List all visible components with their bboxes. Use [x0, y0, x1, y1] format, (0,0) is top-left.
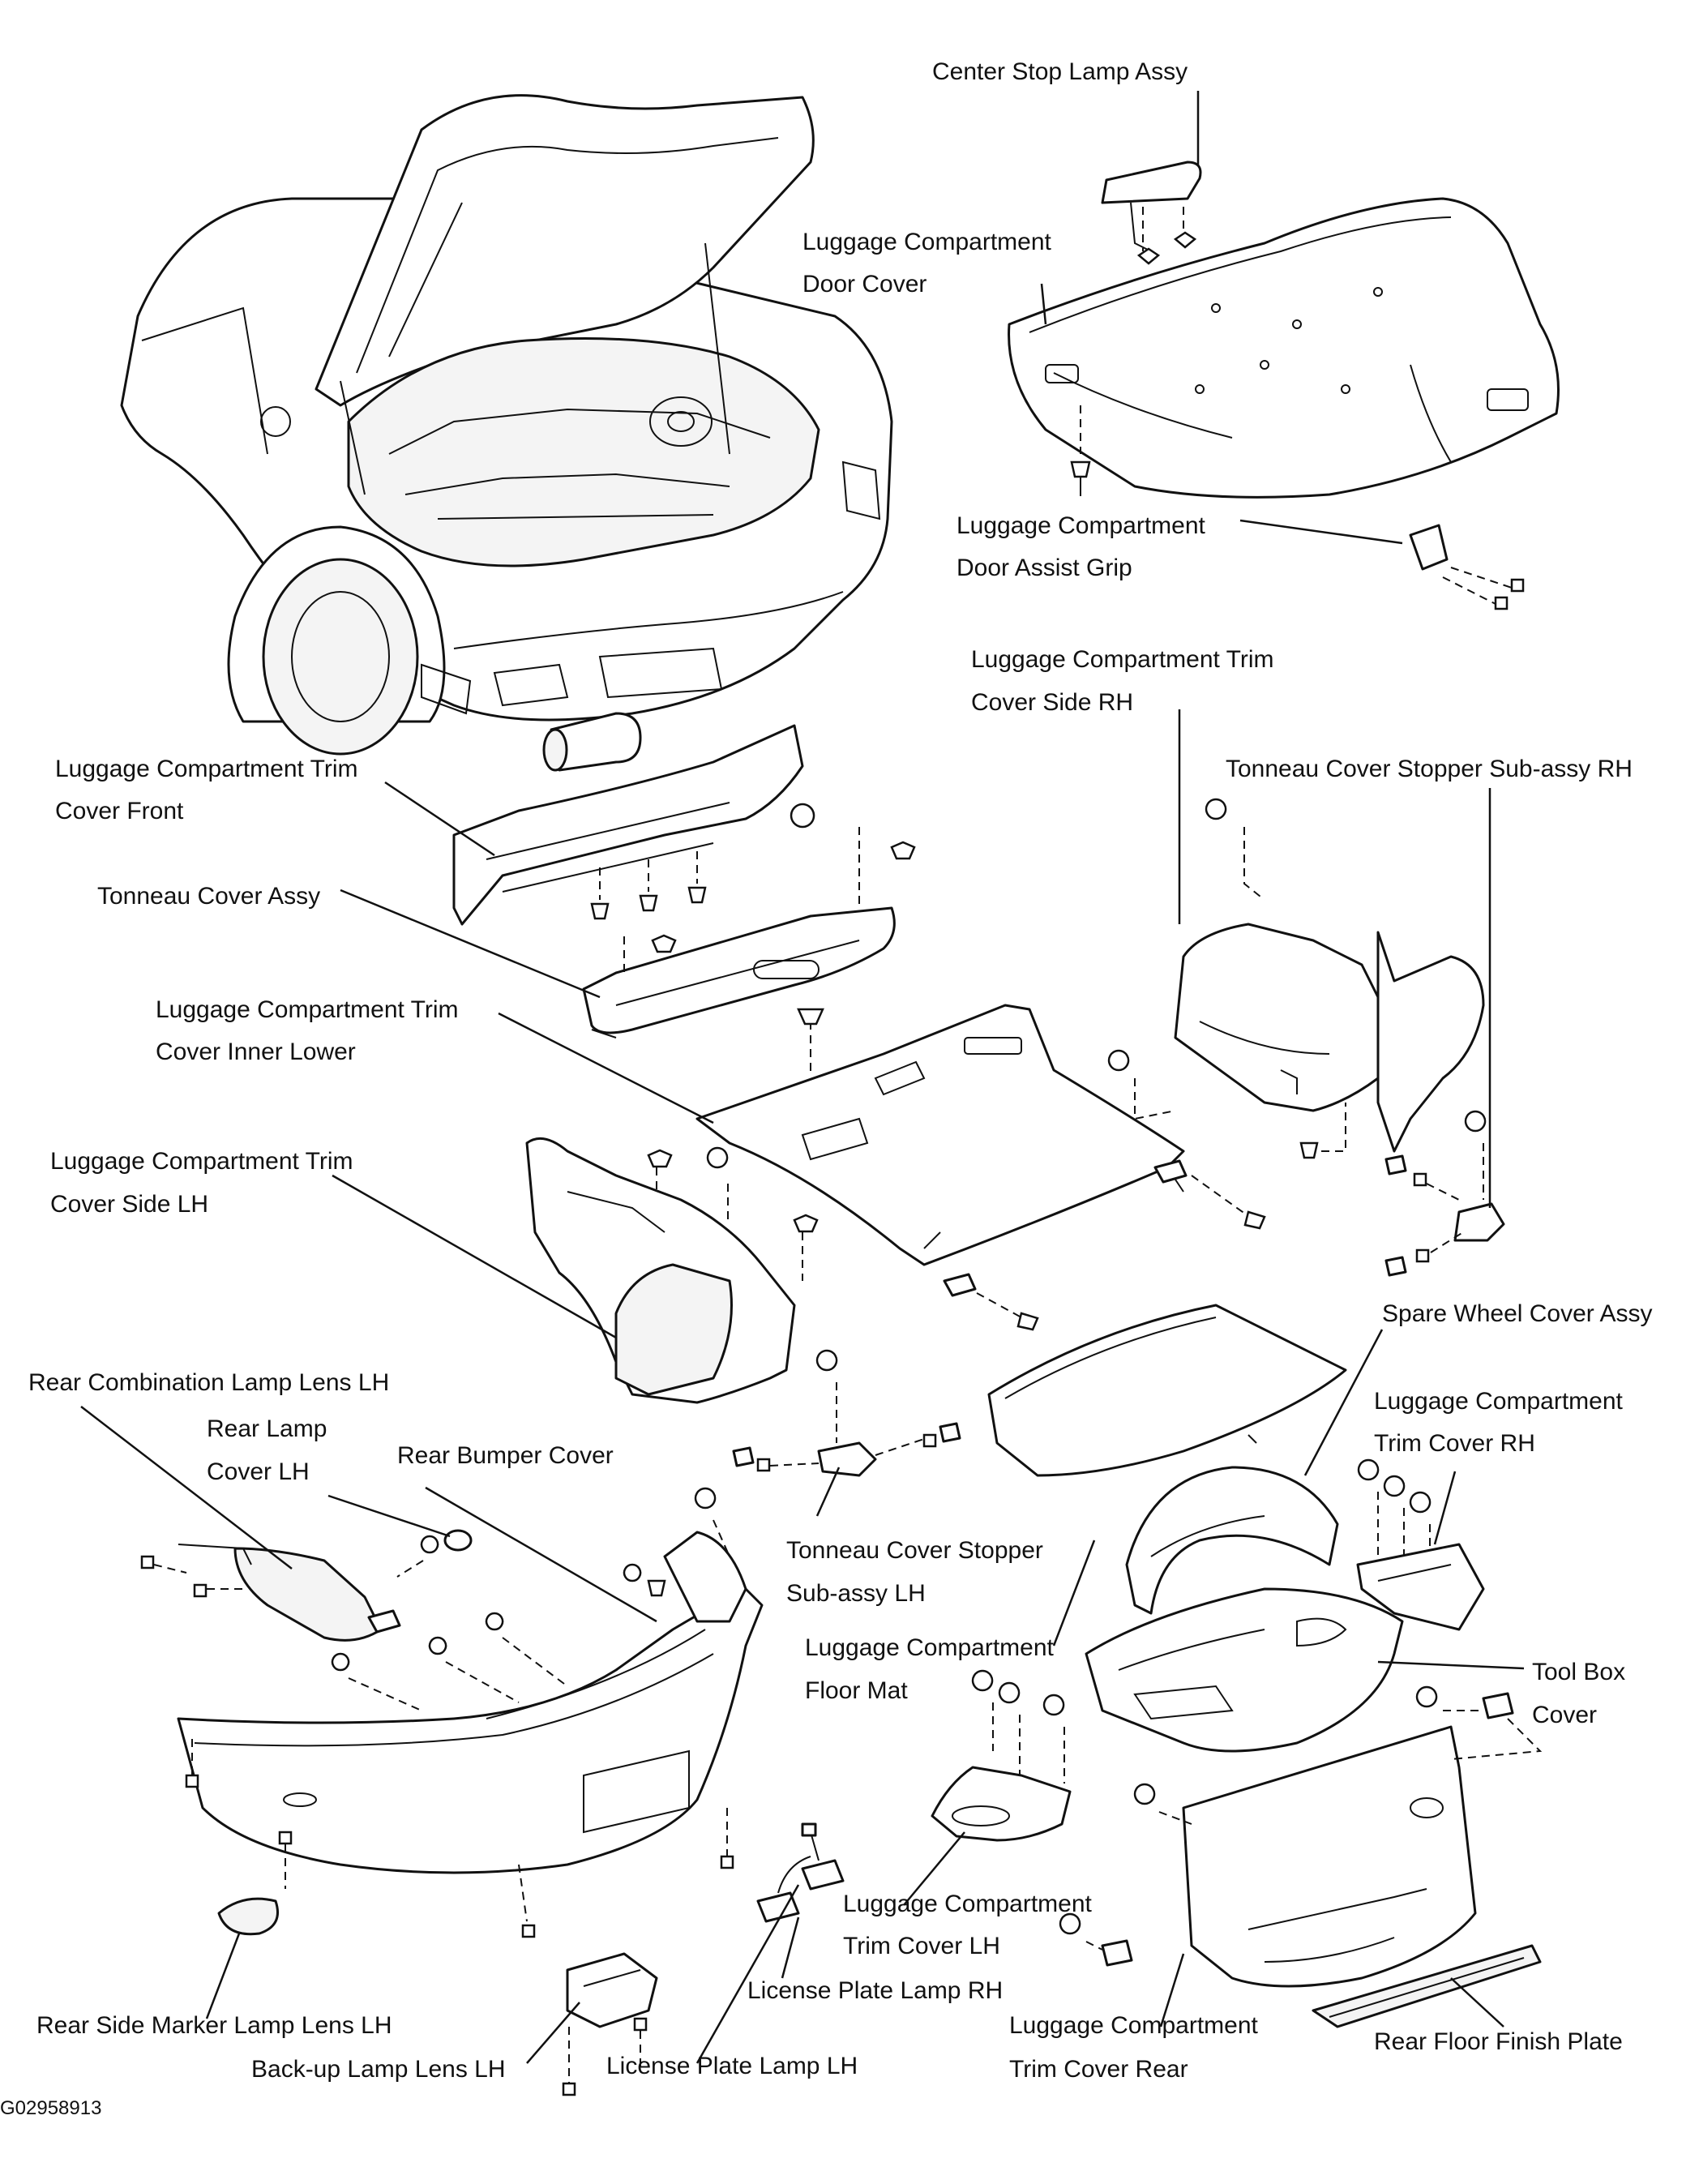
label-rear-lamp-cover-line1: Rear Lamp [207, 1415, 327, 1442]
tool-box-cover-part [1085, 1587, 1404, 1753]
label-trim-cover-side-rh-line1: Luggage Compartment Trim [971, 646, 1274, 673]
label-backup-lamp-lens: Back-up Lamp Lens LH [251, 2056, 506, 2083]
label-trim-cover-rear-line2: Trim Cover Rear [1009, 2056, 1188, 2083]
trim-cover-lh-part [931, 1669, 1072, 1842]
label-rear-side-marker-lamp-lens: Rear Side Marker Lamp Lens LH [36, 2012, 392, 2039]
rear-side-marker-lamp-part [217, 1831, 293, 1936]
label-door-cover-line2: Door Cover [802, 271, 927, 298]
label-trim-cover-lh-line1: Luggage Compartment [843, 1891, 1093, 1917]
figure-code: G02958913 [0, 2097, 101, 2119]
label-tool-box-cover-line2: Cover [1532, 1702, 1597, 1728]
label-trim-cover-lh-line2: Trim Cover LH [843, 1933, 1000, 1959]
trim-cover-rh-part [1356, 1458, 1485, 1631]
label-trim-cover-side-lh-line1: Luggage Compartment Trim [50, 1148, 353, 1175]
part-labels: Center Stop Lamp Assy Luggage Compartmen… [0, 58, 1652, 2119]
label-rear-combination-lamp-lens: Rear Combination Lamp Lens LH [28, 1369, 389, 1396]
floor-mat-part [987, 1304, 1347, 1477]
rear-floor-finish-plate-part [1312, 1944, 1542, 2028]
door-cover-part [1008, 197, 1560, 499]
label-trim-cover-side-rh-line2: Cover Side RH [971, 689, 1133, 716]
label-tool-box-cover-line1: Tool Box [1532, 1659, 1625, 1685]
label-door-assist-grip-line1: Luggage Compartment [956, 512, 1206, 539]
label-trim-cover-side-lh-line2: Cover Side LH [50, 1191, 208, 1218]
label-license-plate-lamp-lh: License Plate Lamp LH [606, 2053, 858, 2079]
label-center-stop-lamp: Center Stop Lamp Assy [932, 58, 1188, 85]
trim-cover-inner-lower-part [695, 1004, 1266, 1331]
center-stop-lamp-part [1101, 161, 1202, 265]
label-trim-cover-inner-lower-line1: Luggage Compartment Trim [156, 996, 459, 1023]
rear-bumper-cover-part [177, 1487, 764, 1938]
label-rear-lamp-cover-line2: Cover LH [207, 1458, 310, 1485]
leader-lines [80, 91, 1525, 2064]
trim-cover-side-rh-part [1107, 798, 1485, 1159]
label-tonneau-cover-assy: Tonneau Cover Assy [97, 883, 320, 910]
trim-cover-rear-part [1059, 1685, 1543, 1988]
trim-cover-side-lh-part [525, 1137, 819, 1404]
backup-lamp-lens-part [562, 1952, 658, 2096]
label-rear-bumper-cover: Rear Bumper Cover [397, 1442, 614, 1469]
tonneau-stopper-rh-part [1384, 1110, 1505, 1277]
label-trim-cover-rh-line2: Trim Cover RH [1374, 1430, 1535, 1457]
label-spare-wheel-cover: Spare Wheel Cover Assy [1382, 1300, 1652, 1327]
label-door-cover-line1: Luggage Compartment [802, 229, 1052, 255]
label-rear-floor-finish-plate: Rear Floor Finish Plate [1374, 2028, 1623, 2055]
label-floor-mat-line1: Luggage Compartment [805, 1634, 1055, 1661]
rear-lamp-cover-part [396, 1529, 473, 1578]
tonneau-cover-assy-part [582, 827, 916, 1038]
label-tonneau-stopper-rh: Tonneau Cover Stopper Sub-assy RH [1226, 756, 1633, 782]
label-tonneau-stopper-lh-line1: Tonneau Cover Stopper [786, 1537, 1043, 1564]
car-rear-body-illustration [120, 94, 893, 772]
license-plate-lamp-part [756, 1822, 845, 1923]
label-trim-cover-rear-line1: Luggage Compartment [1009, 2012, 1259, 2039]
label-trim-cover-inner-lower-line2: Cover Inner Lower [156, 1038, 356, 1065]
label-license-plate-lamp-rh: License Plate Lamp RH [747, 1977, 1003, 2004]
trim-cover-front-part [452, 724, 815, 926]
label-trim-cover-front-line1: Luggage Compartment Trim [55, 756, 358, 782]
tonneau-stopper-lh-part [732, 1349, 961, 1477]
rear-combination-lamp-lens-part [140, 1544, 401, 1642]
label-door-assist-grip-line2: Door Assist Grip [956, 555, 1132, 581]
label-floor-mat-line2: Floor Mat [805, 1677, 908, 1704]
label-trim-cover-rh-line1: Luggage Compartment [1374, 1388, 1624, 1415]
label-trim-cover-front-line2: Cover Front [55, 798, 184, 824]
spare-wheel-cover-part [1125, 1466, 1339, 1615]
label-tonneau-stopper-lh-line2: Sub-assy LH [786, 1580, 926, 1607]
door-assist-grip-part [1409, 524, 1525, 610]
